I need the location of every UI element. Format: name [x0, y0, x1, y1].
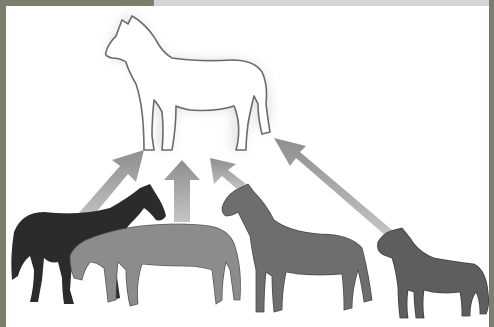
right-frame-bar	[489, 0, 494, 327]
left-frame-bar	[0, 0, 6, 327]
top-band	[154, 0, 494, 6]
top-left-frame-bar	[0, 0, 154, 6]
